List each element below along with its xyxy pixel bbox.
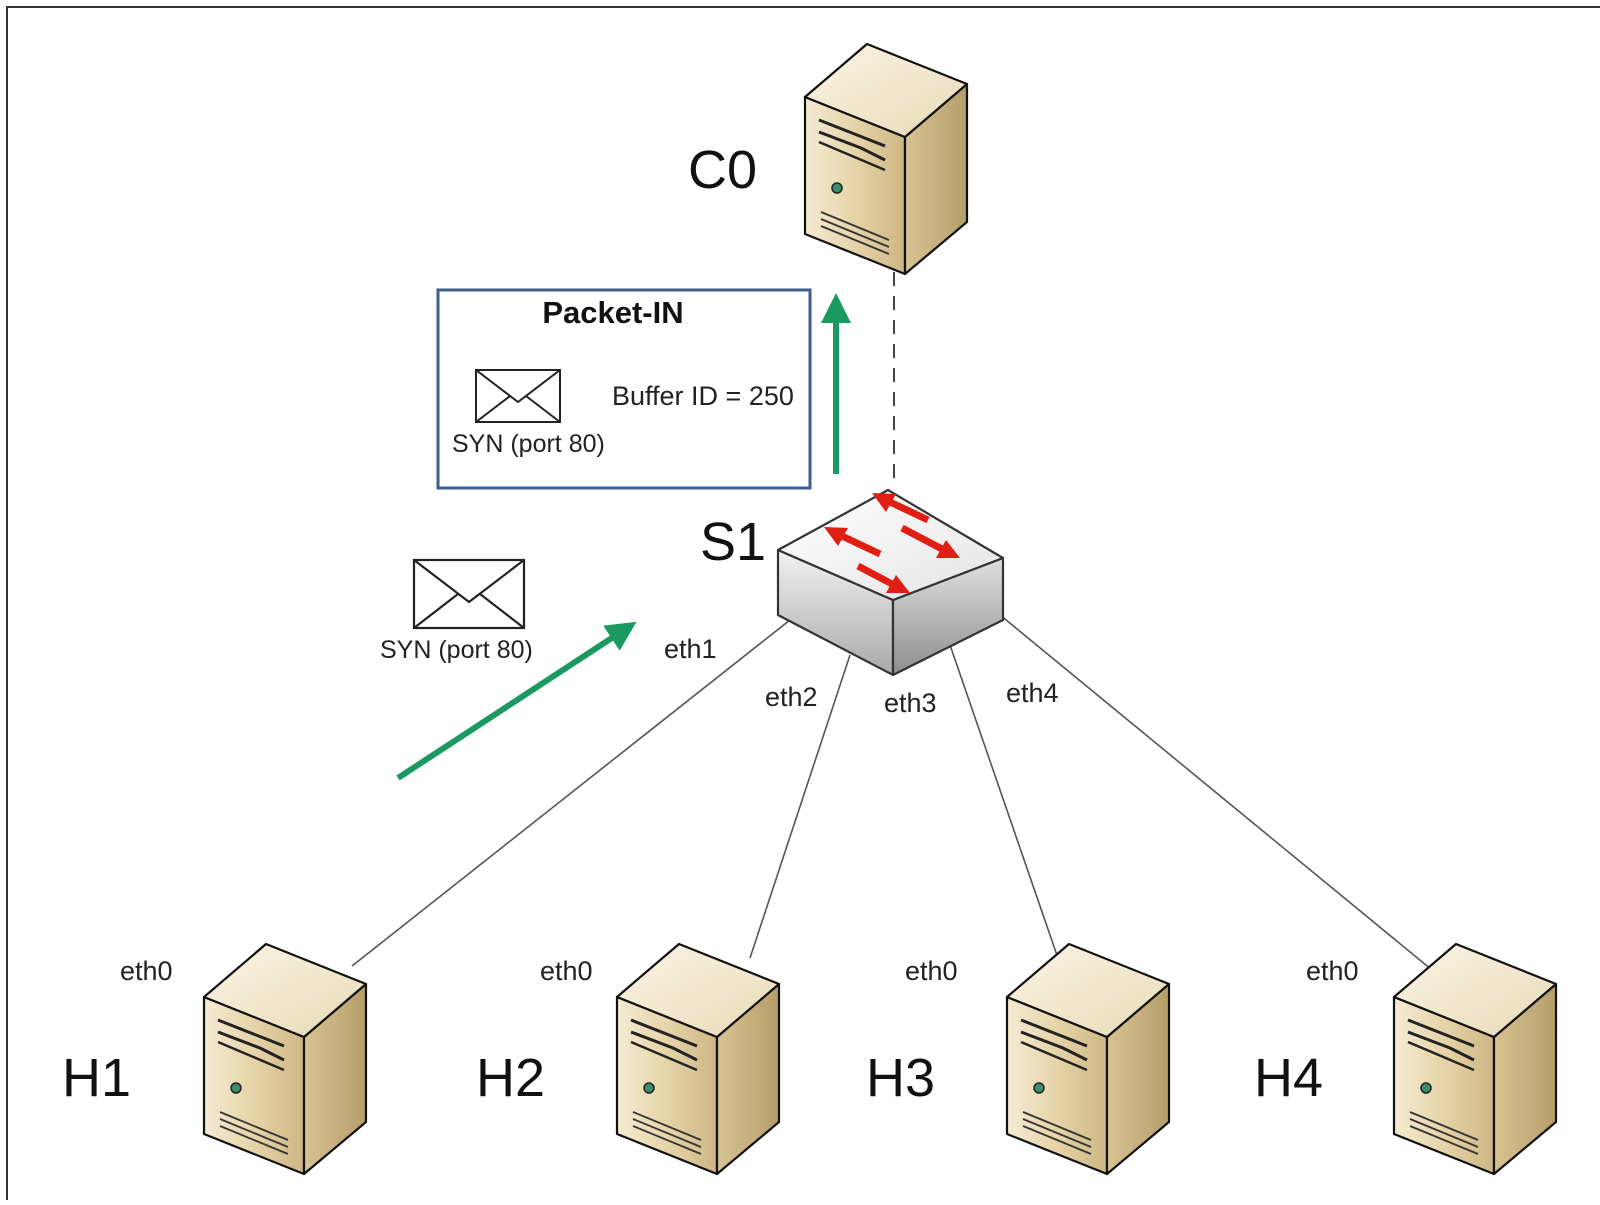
host-h4: H4 eth0: [1254, 942, 1558, 1176]
switch-label: S1: [700, 512, 766, 572]
packet-in-syn-label: SYN (port 80): [452, 430, 605, 458]
controller-label: C0: [688, 140, 757, 200]
host-h3: H3 eth0: [866, 942, 1171, 1176]
server-icon: [615, 942, 781, 1176]
switching-arrows-icon: [824, 493, 960, 593]
buffer-id-label: Buffer ID = 250: [612, 381, 794, 411]
link-s1-h3: [949, 644, 1061, 965]
port-label-eth4: eth4: [1006, 678, 1059, 708]
host-label: H3: [866, 1048, 935, 1108]
host-port-label: eth0: [540, 956, 593, 986]
server-icon: [202, 942, 368, 1176]
packet-in-title: Packet-IN: [542, 295, 683, 330]
host-label: H2: [476, 1048, 545, 1108]
switch-s1: [776, 488, 1005, 677]
incoming-syn-label: SYN (port 80): [380, 636, 533, 664]
host-port-label: eth0: [905, 956, 958, 986]
frame-border: [6, 6, 1600, 1205]
host-label: H1: [62, 1048, 131, 1108]
server-icon: [803, 42, 969, 276]
incoming-flow-arrow-icon: [396, 621, 637, 781]
port-label-eth1: eth1: [664, 634, 717, 664]
host-h2: H2 eth0: [476, 942, 781, 1176]
incoming-envelope-icon: [412, 558, 526, 630]
controller-c0: [803, 42, 969, 276]
link-s1-h1: [351, 619, 791, 967]
link-s1-h4: [999, 614, 1433, 971]
packet-in-box: Packet-IN SYN (port 80) Buffer ID = 250: [436, 288, 812, 490]
host-h1: H1 eth0: [62, 942, 368, 1176]
port-label-eth3: eth3: [884, 688, 937, 718]
host-port-label: eth0: [1306, 956, 1359, 986]
server-icon: [1005, 942, 1171, 1176]
envelope-icon: [475, 369, 561, 423]
host-port-label: eth0: [120, 956, 173, 986]
server-icon: [1392, 942, 1558, 1176]
port-label-eth2: eth2: [765, 682, 818, 712]
host-label: H4: [1254, 1048, 1323, 1108]
link-s1-h2: [749, 654, 851, 959]
